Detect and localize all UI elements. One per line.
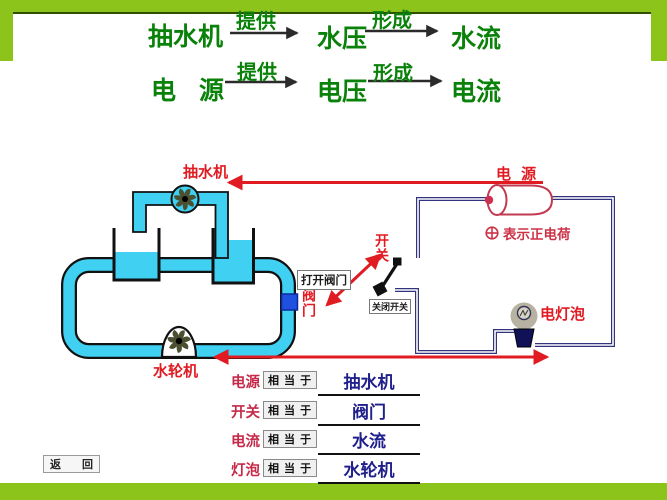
- valve-label: 阀门: [301, 288, 317, 318]
- table-relation-2: 相 当 于: [263, 401, 318, 419]
- open-valve-note: 打开阀门: [297, 270, 351, 290]
- battery: [484, 184, 554, 216]
- flow2-arrow1-label: 提供: [237, 62, 277, 84]
- turbine-label: 水轮机: [153, 363, 199, 380]
- turbine: [160, 325, 198, 359]
- frame-bottom-bar: [0, 483, 667, 500]
- frame-right-stub: [651, 0, 667, 61]
- valve: [280, 293, 299, 311]
- positive-charge-note: 表示正电荷: [485, 223, 571, 243]
- back-button[interactable]: 返 回: [43, 455, 101, 473]
- flow1-source: 抽水机: [148, 23, 224, 51]
- table-relation-1: 相 当 于: [263, 371, 318, 389]
- positive-charge-icon: [485, 226, 499, 240]
- flow1-mid: 水压: [317, 25, 368, 53]
- flow2-mid: 电压: [317, 78, 368, 106]
- flow1-arrow1-label: 提供: [236, 11, 276, 33]
- close-switch-note: 关闭开关: [369, 299, 412, 314]
- frame-top-bar: [0, 0, 667, 12]
- table-water-1: 抽水机: [318, 368, 420, 396]
- table-water-3: 水流: [318, 427, 420, 455]
- left-tank: [112, 228, 161, 282]
- bulb-label: 电灯泡: [540, 306, 586, 323]
- flow2-arrow2-label: 形成: [373, 63, 413, 85]
- pump-label: 抽水机: [183, 164, 229, 181]
- table-electric-2: 开关: [231, 405, 260, 421]
- circuit-wires: [395, 196, 615, 354]
- flow2-result: 电流: [451, 78, 502, 106]
- table-electric-1: 电源: [231, 375, 260, 391]
- frame-top-divider: [13, 12, 651, 14]
- flowchart-arrows: [225, 24, 443, 89]
- switch-label: 开关: [374, 233, 390, 263]
- table-water-2: 阀门: [318, 398, 420, 426]
- table-water-4: 水轮机: [318, 456, 420, 484]
- battery-label: 电 源: [496, 166, 537, 183]
- pump-pipe: [132, 191, 229, 259]
- flow2-source: 电 源: [151, 77, 224, 105]
- table-electric-3: 电流: [231, 434, 260, 450]
- flow1-result: 水流: [451, 25, 502, 53]
- analogy-arrows: [212, 174, 550, 365]
- flow1-arrow2-label: 形成: [372, 10, 412, 32]
- table-relation-3: 相 当 于: [263, 430, 318, 448]
- table-electric-4: 灯泡: [231, 463, 260, 479]
- frame-left-stub: [0, 0, 13, 61]
- table-relation-4: 相 当 于: [263, 459, 318, 477]
- positive-charge-text: 表示正电荷: [503, 227, 571, 242]
- light-bulb: [510, 302, 538, 348]
- pump: [170, 184, 200, 214]
